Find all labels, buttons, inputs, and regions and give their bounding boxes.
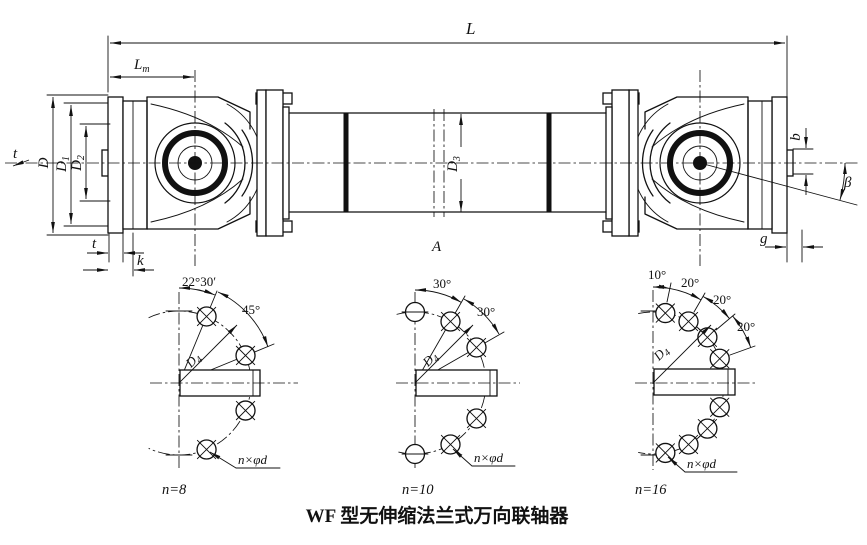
bolt-circle-dia-label: D4 — [419, 348, 443, 372]
dim-label-D2: D2 — [69, 155, 87, 172]
dim-label-L: L — [465, 19, 475, 38]
dim-t-ref: t — [12, 146, 30, 167]
flange-hub — [122, 100, 148, 230]
tube — [288, 109, 607, 217]
holes-note: n×φd — [687, 456, 716, 471]
bolt-circle-radius — [652, 324, 712, 384]
dim-label-beta: β — [843, 175, 852, 191]
bolt-pattern-view-n10: 30° 30° D4 n×φd n=10 — [396, 276, 520, 498]
shaft-end — [653, 368, 736, 396]
dim-k: k — [83, 232, 154, 277]
dim-label-D3: D3 — [445, 156, 463, 173]
holes-note: n×φd — [474, 450, 503, 465]
dim-label-D1: D1 — [54, 156, 72, 173]
dim-D2: D2 — [69, 123, 111, 202]
bolt-pattern-view-n16: 10° 20° 20° 20° D4 n×φd n=16 — [635, 267, 757, 498]
dim-label-t: t — [92, 236, 97, 252]
end-flange-plate — [107, 96, 124, 234]
dim-label-b: b — [788, 133, 804, 141]
dim-label-Lm: Lm — [133, 57, 150, 75]
angle-label: 30° — [433, 276, 451, 291]
angle-label: 45° — [242, 302, 260, 317]
dim-label-g: g — [760, 231, 768, 247]
angle-label: 20° — [737, 319, 755, 334]
angle-label: 20° — [713, 292, 731, 307]
angle-label: 22°30′ — [182, 274, 216, 289]
hole-count: n=10 — [402, 482, 434, 498]
dim-L: L — [107, 19, 788, 263]
yoke — [146, 96, 263, 230]
angle-label: 30° — [477, 304, 495, 319]
bolt-holes — [401, 301, 487, 465]
section-label-A: A — [431, 239, 442, 255]
dim-t: t — [87, 232, 144, 263]
angle-label: 10° — [648, 267, 666, 282]
dim-g: g — [760, 229, 823, 263]
bolt-circle-radius — [178, 324, 238, 384]
dim-D: D — [36, 94, 109, 236]
dim-label-t-ref: t — [13, 146, 18, 162]
bolt-holes — [655, 302, 730, 464]
dim-beta: β — [699, 162, 858, 206]
hole-count: n=8 — [162, 482, 187, 498]
dim-D3: D3 — [445, 114, 463, 212]
dim-D1: D1 — [54, 102, 109, 227]
dim-label-D: D — [36, 157, 52, 169]
holes-note: n×φd — [238, 452, 267, 467]
angle-label: 20° — [681, 275, 699, 290]
dim-label-k: k — [137, 253, 144, 269]
bolt-pattern-view-n8: 22°30′ 45° D4 n×φd n=8 — [148, 274, 298, 498]
hole-count: n=16 — [635, 482, 667, 498]
figure-caption: WF 型无伸缩法兰式万向联轴器 — [306, 504, 570, 527]
bolt-circle-radius — [414, 324, 474, 384]
main-assembly-view: L Lm D D1 D2 D3 — [5, 19, 860, 277]
dim-Lm: Lm — [110, 57, 194, 79]
